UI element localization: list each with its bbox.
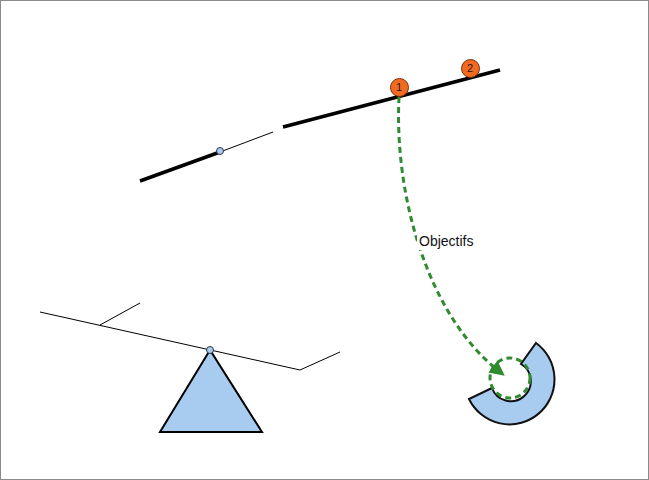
callout-circle: 2 — [461, 59, 480, 78]
lever-thick — [140, 152, 220, 181]
callout-circle: 1 — [390, 78, 409, 97]
pivot-dot — [217, 148, 224, 155]
lever-thin — [220, 132, 273, 152]
lever-thick — [283, 70, 500, 127]
path-label: Objectifs — [417, 233, 475, 250]
beam-tick — [300, 352, 340, 370]
seesaw-beam — [40, 312, 300, 370]
beam-tick — [100, 303, 140, 325]
pivot-dot — [207, 347, 214, 354]
goal-path — [399, 97, 500, 372]
target-circle — [490, 358, 530, 398]
callout-number: 2 — [467, 63, 473, 74]
fulcrum-triangle — [160, 350, 262, 432]
target-ring — [469, 343, 554, 424]
callout-number: 1 — [396, 82, 402, 93]
